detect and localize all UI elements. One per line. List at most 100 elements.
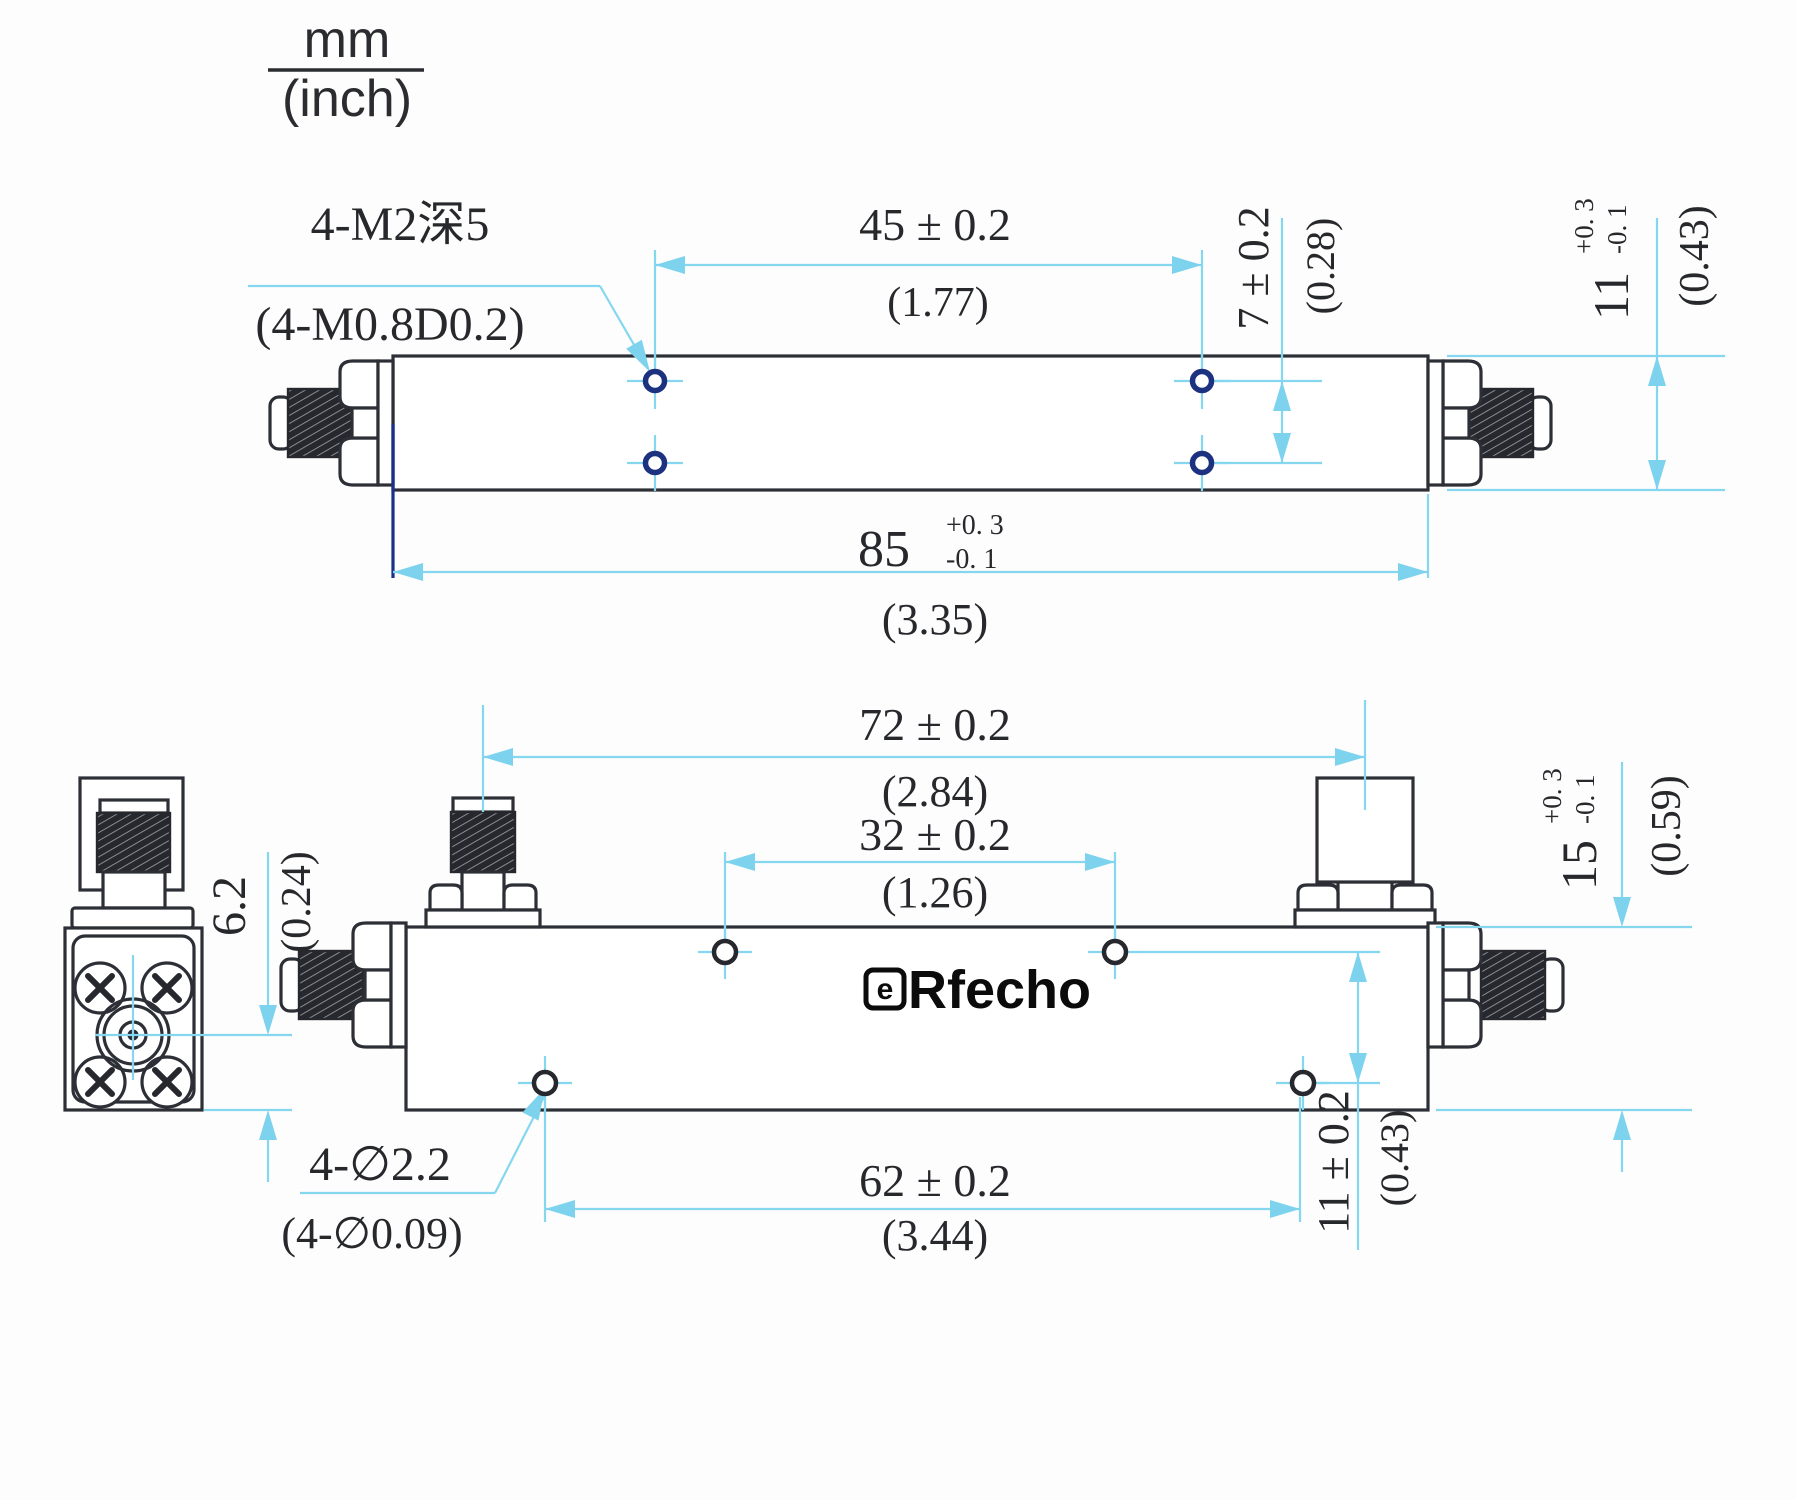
dimension-lines-top-view — [248, 218, 1725, 581]
flange-screw — [73, 1055, 127, 1109]
dimension-text-bottom-view: 72 ± 0.2 (2.84) 32 ± 0.2 (1.26) 62 ± 0.2… — [281, 699, 1690, 1260]
threaded-hole — [1174, 353, 1230, 409]
through-hole — [518, 1056, 572, 1110]
units-inch: (inch) — [282, 70, 412, 128]
connector-cap — [98, 798, 170, 815]
connector-neck — [363, 968, 393, 1002]
label-screw-holes-line2: (4-M0.8D0.2) — [255, 298, 524, 351]
dim-62-mm: 62 ± 0.2 — [859, 1155, 1011, 1206]
arrowhead — [655, 256, 685, 274]
dim-72 — [481, 700, 1367, 812]
arrowhead — [1085, 853, 1115, 871]
screw-cross-icon — [85, 973, 115, 1003]
bottom-view-body-outline — [404, 925, 1430, 1112]
dimension-text-end-view: 6.2 (0.24) — [203, 851, 320, 952]
dim-85-mm: 85 +0. 3 -0. 1 — [858, 510, 1008, 578]
threaded-hole — [627, 353, 683, 409]
connector-flange — [376, 359, 395, 487]
watermark: e Rfecho — [863, 960, 1091, 1020]
arrowhead — [522, 1088, 545, 1121]
arrowhead — [1349, 952, 1367, 982]
dim-85-inch: (3.35) — [882, 595, 988, 644]
arrowhead — [1270, 1200, 1300, 1218]
arrowhead — [259, 1005, 277, 1035]
connector-thread — [449, 810, 517, 874]
threaded-hole — [627, 435, 683, 491]
connector-nut — [1441, 436, 1483, 487]
connector-base-plate — [1293, 908, 1437, 929]
leader-through-holes — [300, 1088, 548, 1195]
flange-screw — [140, 961, 194, 1015]
connector-flange-bar — [70, 906, 195, 930]
dim-72-inch: (2.84) — [882, 767, 988, 816]
dim-11-offset-mm: 11 ± 0.2 — [1309, 1090, 1358, 1234]
arrowhead — [1273, 381, 1291, 411]
dim-6-2-inch: (0.24) — [274, 851, 320, 952]
arrowhead — [626, 339, 650, 372]
through-hole — [698, 925, 752, 979]
arrowhead — [1648, 460, 1666, 490]
sma-jack-top-left — [424, 796, 542, 929]
connector-flange — [1426, 921, 1445, 1049]
arrowhead — [1335, 748, 1365, 766]
units-label: mm (inch) — [268, 11, 424, 128]
dim-11-mm: 11 +0. 3 -0. 1 — [1569, 194, 1639, 320]
arrowhead — [1613, 1110, 1631, 1140]
connector-nut — [1441, 359, 1483, 410]
connector-nut — [1296, 883, 1340, 912]
connector-nut — [351, 998, 393, 1049]
connector-nut — [428, 883, 464, 912]
connector-neck — [101, 870, 167, 910]
dim-85 — [391, 424, 1430, 581]
arrowhead — [1398, 563, 1428, 581]
connector-nut — [338, 436, 380, 487]
label-through-holes-line2: (4-∅0.09) — [281, 1209, 462, 1258]
dim-11-hole-offset — [1140, 950, 1380, 1250]
brand-logo-icon — [863, 967, 907, 1011]
dim-7 — [1212, 218, 1322, 465]
end-face-inner-outline — [71, 934, 196, 1104]
dim-45-mm: 45 ± 0.2 — [859, 199, 1011, 250]
connector-flange — [1426, 359, 1445, 487]
label-screw-holes-line1: 4-M2深5 — [311, 198, 490, 251]
flange-screw — [73, 961, 127, 1015]
connector-nut — [1441, 998, 1483, 1049]
sma-connector-left — [268, 359, 395, 487]
dim-45 — [653, 250, 1204, 368]
arrowhead — [1172, 256, 1202, 274]
arrowhead — [1349, 1053, 1367, 1083]
dim-62-inch: (3.44) — [882, 1211, 988, 1260]
dim-62 — [543, 1097, 1302, 1222]
connector-neck — [1336, 880, 1394, 912]
flange-screw — [140, 1055, 194, 1109]
connector-neck — [1441, 968, 1471, 1002]
arrowhead — [545, 1200, 575, 1218]
arrowhead — [725, 853, 755, 871]
dimension-lines-end-view — [95, 852, 292, 1182]
dim-11-height — [1447, 218, 1725, 492]
arrowhead — [1273, 433, 1291, 463]
dim-15-inch: (0.59) — [1644, 775, 1690, 876]
dim-11-offset-inch: (0.43) — [1372, 1110, 1417, 1207]
connector-nut — [338, 359, 380, 410]
dim-72-mm: 72 ± 0.2 — [859, 699, 1011, 750]
connector-nut — [1390, 883, 1434, 912]
arrowhead — [393, 563, 423, 581]
brand-name: Rfecho — [908, 960, 1091, 1020]
screw-cross-icon — [152, 1067, 182, 1097]
connector-neck — [1441, 406, 1471, 440]
brand-logo-glyph: e — [877, 973, 894, 1006]
mounting-holes-top-view — [627, 353, 1230, 491]
screw-cross-icon — [152, 973, 182, 1003]
arrowhead — [1648, 356, 1666, 386]
dimension-text-top-view: 4-M2深5 (4-M0.8D0.2) 45 ± 0.2 (1.77) 7 ± … — [255, 194, 1718, 644]
through-holes-bottom-view — [518, 925, 1330, 1110]
connector-neck — [460, 870, 506, 914]
connector-thread — [1479, 949, 1547, 1021]
connector-thread — [95, 811, 172, 874]
label-through-holes-line1: 4-∅2.2 — [309, 1138, 451, 1191]
top-view — [268, 354, 1553, 492]
connector-base-plate — [424, 908, 542, 929]
units-mm: mm — [304, 11, 391, 69]
sma-connector-left — [279, 921, 408, 1049]
